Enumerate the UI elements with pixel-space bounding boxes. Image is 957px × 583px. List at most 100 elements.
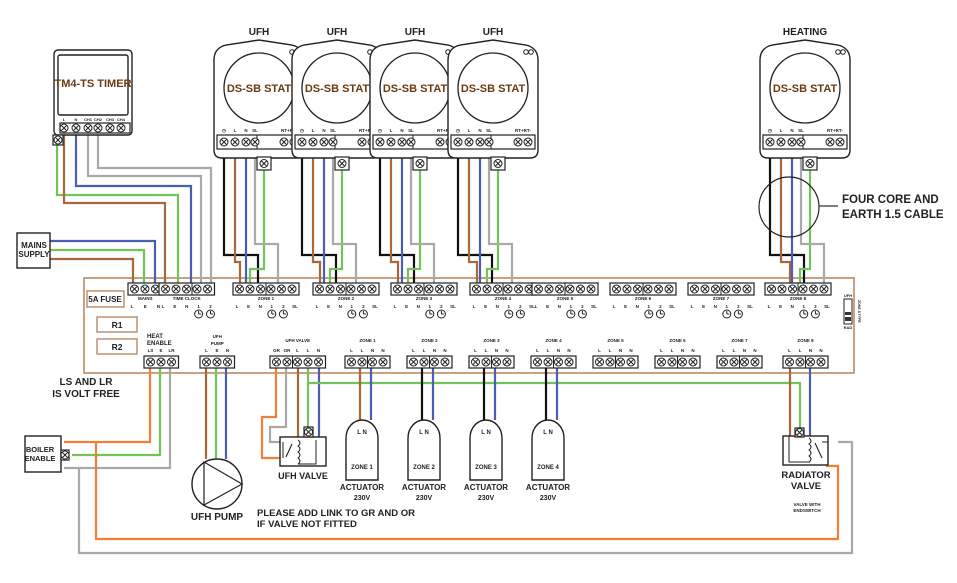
terminal-screw (795, 357, 805, 367)
terminal-screw (595, 357, 604, 367)
svg-text:SL: SL (408, 128, 414, 133)
svg-text:◷: ◷ (300, 128, 305, 133)
svg-text:L: L (780, 128, 783, 133)
thermostat-name: DS-SB STAT (383, 83, 448, 95)
svg-text:N: N (433, 348, 436, 353)
svg-text:SL: SL (330, 128, 336, 133)
thermostat-name: DS-SB STAT (305, 83, 370, 95)
svg-text:SL: SL (252, 128, 258, 133)
svg-text:5A FUSE: 5A FUSE (88, 295, 122, 304)
thermostat-name: DS-SB STAT (227, 83, 292, 95)
terminal-screw (202, 357, 211, 367)
timer-title: TM4-TS TIMER (55, 78, 132, 90)
terminal-screw (565, 284, 575, 294)
timer-pin-label: CH3 (106, 117, 115, 122)
svg-text:L: L (312, 128, 315, 133)
svg-text:RT+RT-: RT+RT- (359, 128, 375, 133)
svg-text:N: N (809, 348, 812, 353)
svg-text:◷: ◷ (222, 128, 227, 133)
zone8-type-switch[interactable]: UFH RAD ZONE 8 TYPE (843, 293, 861, 330)
wires-mains (50, 239, 157, 288)
timer-pin-label: CH2 (94, 117, 103, 122)
svg-text:L: L (473, 304, 476, 309)
svg-text:L: L (547, 348, 550, 353)
svg-text:ACTUATOR: ACTUATOR (402, 483, 446, 492)
terminal-screw (798, 284, 808, 294)
terminal-screw (543, 357, 553, 367)
bottom-group-label: ZONE 1 (359, 338, 376, 343)
terminal-screw (816, 357, 826, 367)
fuse: 5A FUSE (86, 290, 125, 308)
terminal-screw (564, 357, 574, 367)
terminal-screw (130, 284, 139, 294)
top-group-label: ZONE 1 (258, 296, 275, 301)
terminal-screw (414, 284, 423, 294)
timer-pin-label: CH4 (117, 117, 126, 122)
svg-text:1: 1 (570, 304, 573, 309)
terminal-screw (315, 284, 324, 294)
svg-text:L N: L N (481, 430, 491, 436)
svg-text:SL: SL (372, 304, 378, 309)
terminal-screw (785, 357, 794, 367)
svg-text:L: L (131, 304, 134, 309)
svg-text:1: 1 (351, 304, 354, 309)
svg-text:LS: LS (148, 348, 154, 353)
svg-text:N: N (478, 128, 481, 133)
svg-text:L: L (691, 304, 694, 309)
terminal-screw (788, 284, 797, 294)
svg-text:N: N (619, 348, 622, 353)
svg-text:SL: SL (747, 304, 753, 309)
terminal-screw (742, 284, 752, 294)
terminal-screw (502, 357, 512, 367)
top-group-label: ZONE 8 (790, 296, 807, 301)
svg-text:2: 2 (659, 304, 662, 309)
terminal-screw (314, 357, 323, 367)
terminal-screw (151, 284, 160, 294)
svg-text:230V: 230V (540, 495, 557, 502)
svg-text:2: 2 (209, 304, 212, 309)
top-group-label: ZONE 2 (338, 296, 355, 301)
terminal-screw (403, 284, 413, 294)
terminal-screw (357, 357, 367, 367)
terminal-screw (266, 284, 276, 294)
svg-text:L: L (799, 348, 802, 353)
terminal-screw (161, 284, 170, 294)
timer-terminal (71, 123, 81, 133)
terminal-screw (586, 284, 596, 294)
wires-bottom (64, 368, 854, 555)
svg-text:L: L (296, 348, 299, 353)
svg-text:N: N (244, 128, 247, 133)
terminal-screw (347, 357, 356, 367)
svg-text:N: N (691, 348, 694, 353)
terminal-screw (378, 357, 388, 367)
svg-text:L: L (788, 348, 791, 353)
svg-text:N: N (557, 348, 560, 353)
terminal-screw (277, 284, 286, 294)
svg-text:1: 1 (648, 304, 651, 309)
svg-text:SL: SL (669, 304, 675, 309)
svg-text:VALVE WITH: VALVE WITH (793, 502, 820, 507)
relay-r1: R1 (96, 316, 138, 333)
terminal-screw (643, 284, 653, 294)
ufh-valve: UFH VALVE (278, 426, 328, 481)
svg-text:L: L (536, 348, 539, 353)
wires-stats (222, 149, 826, 288)
svg-text:L: L (613, 304, 616, 309)
terminal-screw (633, 284, 642, 294)
top-group-label: ZONE 4 (495, 296, 512, 301)
terminal-screw (576, 284, 585, 294)
terminal-screw (435, 284, 444, 294)
